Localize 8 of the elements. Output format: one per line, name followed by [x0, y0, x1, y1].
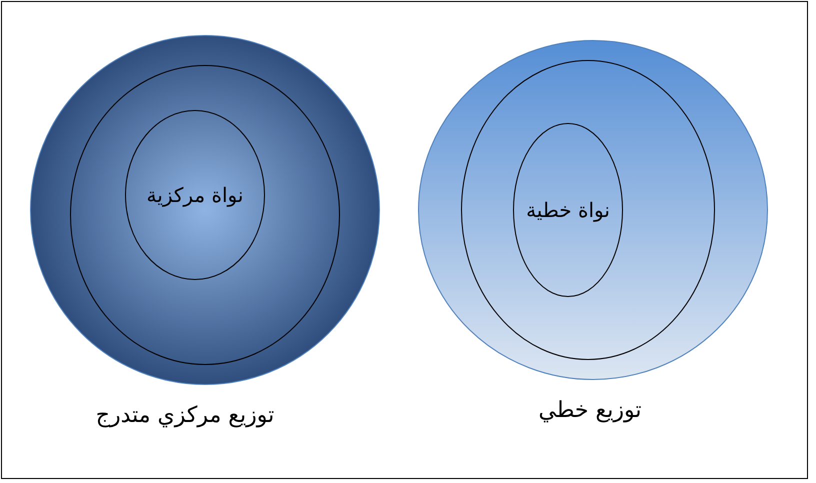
ellipse: [418, 40, 768, 380]
ellipse: [461, 60, 715, 360]
core-ellipse: نواة مركزية: [125, 110, 265, 280]
node-label: توزيع مركزي متدرج: [96, 403, 274, 428]
core-ellipse: نواة خطية: [513, 123, 623, 297]
ellipse: [70, 65, 340, 365]
ellipse: [30, 35, 380, 385]
node-label: توزيع خطي: [538, 398, 642, 423]
